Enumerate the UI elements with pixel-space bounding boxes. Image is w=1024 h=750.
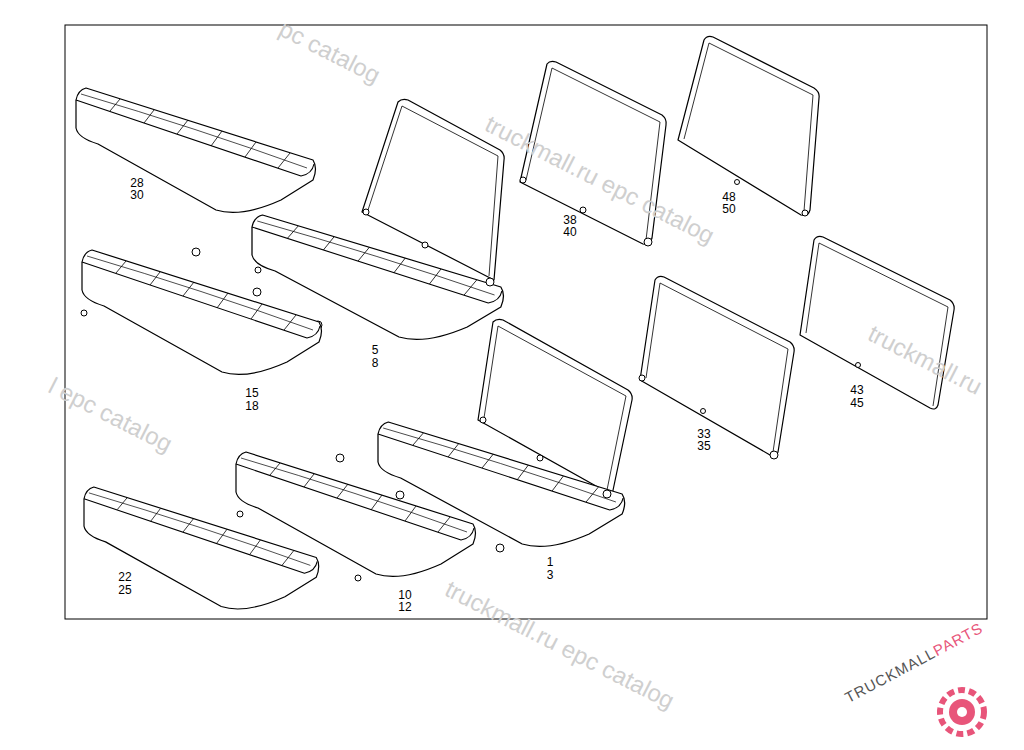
logo-text: PARTS — [930, 619, 985, 659]
callout-number: 18 — [245, 400, 258, 412]
callout-number: 48 — [722, 191, 735, 203]
callout-number: 8 — [372, 357, 379, 369]
callout-number: 38 — [563, 214, 576, 226]
watermark: truckmall.ru epc catalog — [442, 577, 679, 713]
callout-number: 12 — [398, 601, 411, 613]
logo-gear — [940, 690, 984, 734]
callout-number: 50 — [722, 203, 735, 215]
callout-number: 10 — [398, 589, 411, 601]
callout-number: 30 — [130, 189, 143, 201]
callout-number: 22 — [118, 571, 131, 583]
callout-number: 33 — [697, 428, 710, 440]
callout-number: 3 — [547, 569, 554, 581]
callout-number: 35 — [697, 440, 710, 452]
callout-number: 40 — [563, 226, 576, 238]
callout-number: 1 — [547, 556, 554, 568]
watermark: pc catalog — [276, 16, 384, 87]
callout-number: 15 — [245, 387, 258, 399]
callout-number: 28 — [130, 177, 143, 189]
callout-number: 45 — [850, 397, 863, 409]
watermark: l epc catalog — [45, 374, 176, 457]
logo-text: TRUCKMALL — [842, 644, 938, 706]
callout-number: 5 — [372, 344, 379, 356]
callout-number: 43 — [850, 384, 863, 396]
callout-number: 25 — [118, 584, 131, 596]
